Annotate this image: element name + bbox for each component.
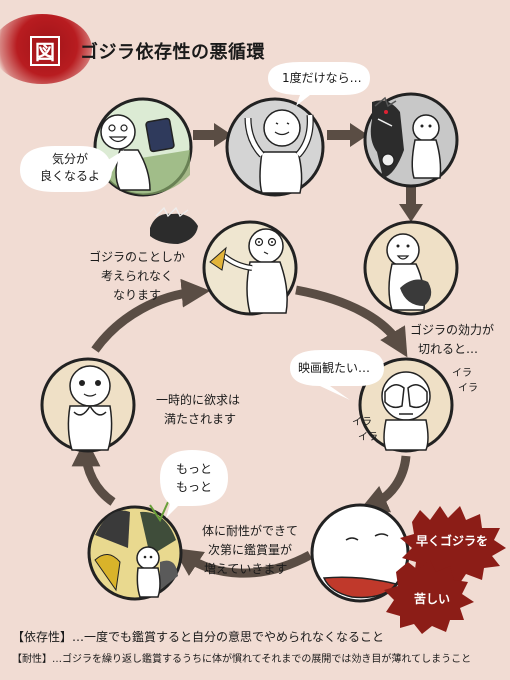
- footer-tolerance-definition: 【耐性】…ゴジラを繰り返し鑑賞するうちに体が慣れてそれまでの展開では効き目が薄れ…: [12, 654, 472, 665]
- cycle-arrow-tolerance-to-binge: [173, 548, 313, 578]
- sfx-ira-2: イラ: [458, 383, 478, 394]
- bubble-more-line2: もっと: [175, 480, 212, 494]
- sfx-ira-1: イラ: [452, 368, 472, 379]
- header: 図 ゴジラ依存性の悪循環: [0, 0, 510, 84]
- cycle-arrow-irritated-to-tolerance: [358, 455, 411, 513]
- cycle-arrow-satisfied-to-obsess: [91, 278, 211, 353]
- arrow-3-to-4: [399, 186, 423, 222]
- bubble-mood: [20, 146, 124, 192]
- sfx-ira-3: イラ: [352, 417, 372, 428]
- cycle-arrow-obsess-to-irritated: [295, 285, 408, 358]
- caption-satisfied-line2: 満たされます: [164, 412, 237, 426]
- panel-godzilla-plush: [363, 220, 459, 316]
- caption-wearoff-line2: 切れると…: [418, 342, 479, 356]
- panel-feel-good: [93, 97, 193, 197]
- bubble-movie-text: 映画観たい…: [298, 361, 371, 375]
- page-title: ゴジラ依存性の悪循環: [80, 42, 265, 63]
- bubble-mood-line1: 気分が: [51, 152, 88, 166]
- bubble-more-line1: もっと: [175, 462, 212, 476]
- sfx-ira-4: イラ: [358, 432, 378, 443]
- figure-badge: 図: [30, 36, 60, 66]
- bubble-mood-line2: 良くなるよ: [39, 169, 100, 183]
- caption-obsess-line2: 考えられなく: [100, 269, 173, 283]
- caption-tolerance-line3: 増えていきます: [204, 562, 288, 576]
- panel-irritated: [358, 357, 454, 453]
- burst-painful-text: 苦しい: [414, 592, 451, 606]
- burst-hurry-text: 早くゴジラを: [416, 534, 489, 548]
- arrow-1-to-2: [193, 123, 232, 147]
- caption-tolerance-line2: 次第に鑑賞量が: [208, 543, 293, 557]
- bubble-first-time-text: 1度だけなら…: [282, 71, 362, 85]
- bubble-movie: [290, 350, 384, 400]
- caption-obsess-line3: なります: [112, 288, 161, 302]
- panel-binge: [87, 501, 183, 601]
- panel-satisfied: [40, 357, 136, 453]
- bubble-first-time: [268, 62, 370, 106]
- burst-painful: [384, 560, 474, 634]
- caption-satisfied-line1: 一時的に欲求は: [156, 393, 241, 407]
- arrow-2-to-3: [327, 123, 368, 147]
- panel-godzilla-watch: [363, 92, 459, 188]
- footer-dependence-definition: 【依存性】…一度でも鑑賞すると自分の意思でやめられなくなること: [12, 630, 385, 644]
- red-ink-blot: [0, 14, 92, 84]
- panel-just-once: [225, 97, 325, 197]
- panel-big-face: [310, 503, 410, 603]
- caption-wearoff-line1: ゴジラの効力が: [410, 323, 495, 337]
- caption-obsess-line1: ゴジラのことしか: [88, 250, 185, 264]
- caption-tolerance-line1: 体に耐性ができて: [202, 524, 299, 538]
- panel-obsessed: [150, 206, 298, 316]
- bubble-more: [160, 450, 228, 518]
- cycle-arrow-binge-to-satisfied: [71, 437, 116, 506]
